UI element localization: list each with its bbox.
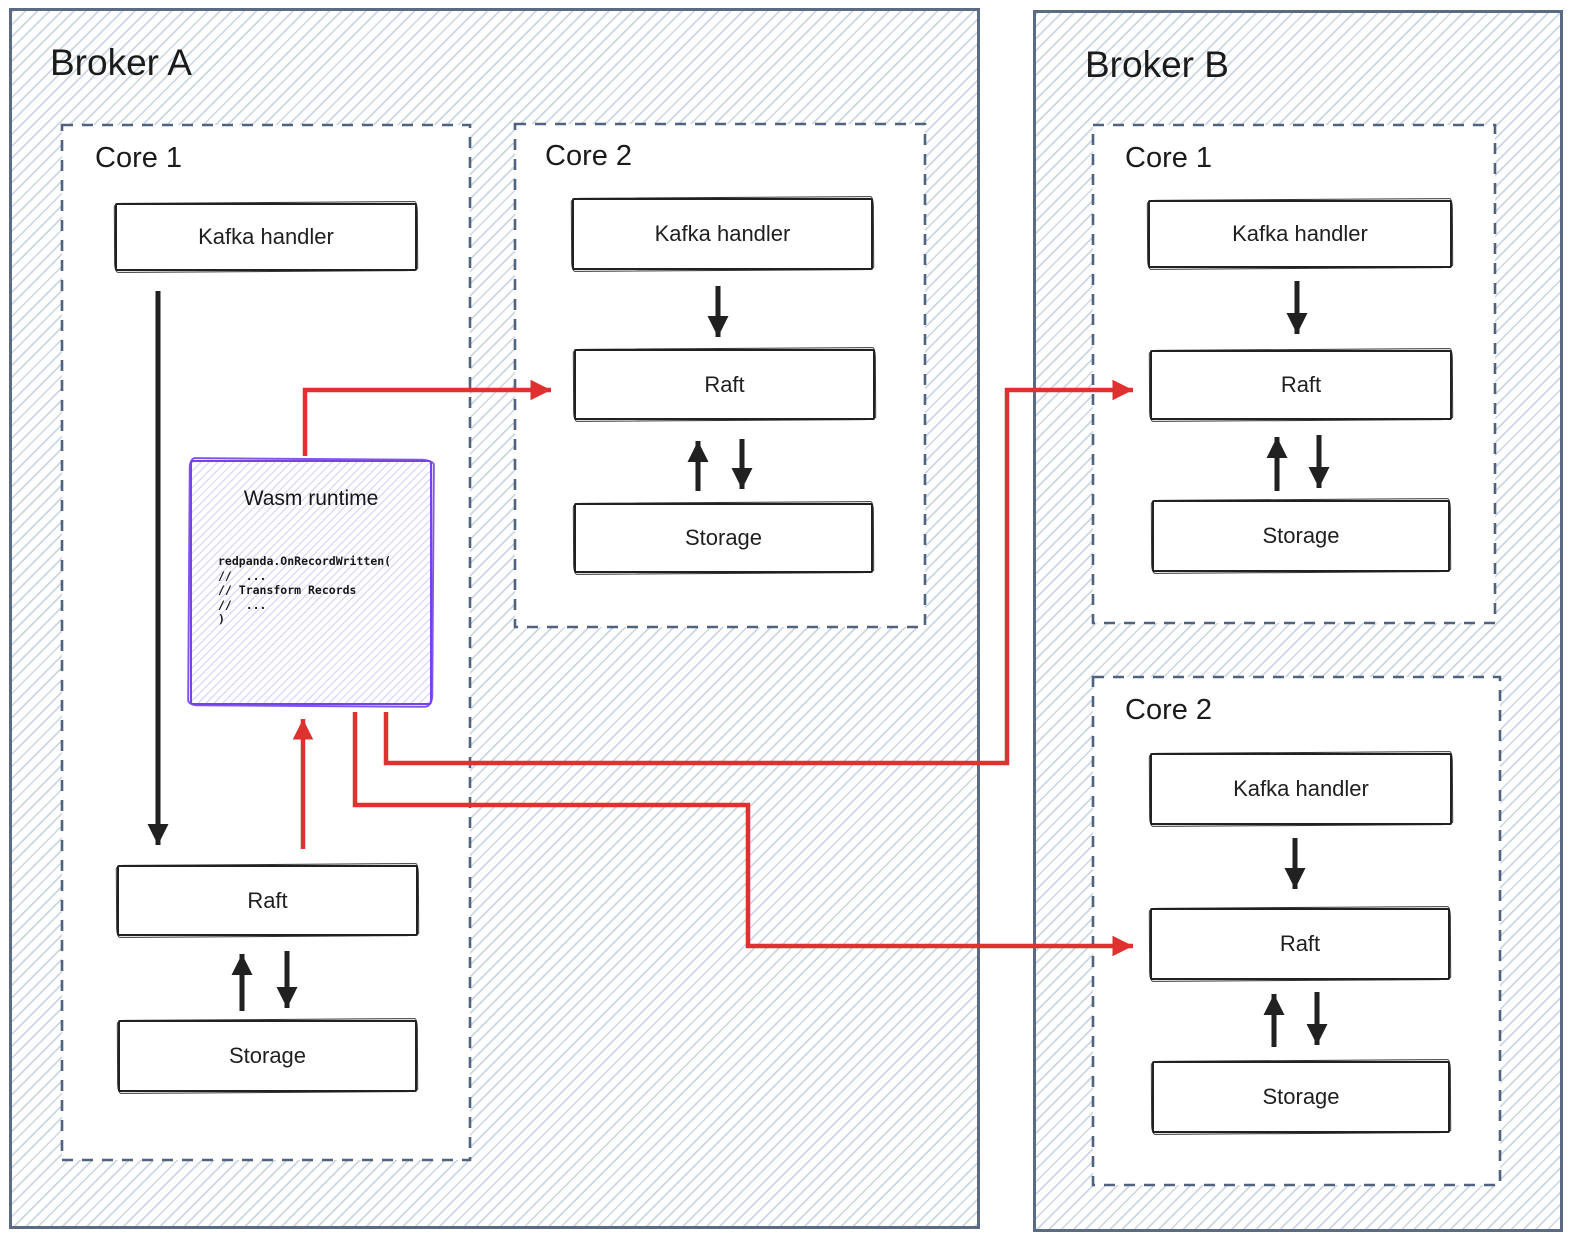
broker-b-core-2-title: Core 2 [1125, 694, 1213, 726]
broker-b-title: Broker B [1085, 44, 1229, 85]
broker-a-core-1-title: Core 1 [95, 142, 183, 174]
broker-b-core-1-title: Core 1 [1125, 142, 1213, 174]
raft-label: Raft [1280, 372, 1322, 397]
broker-a-core-2-storage-box: Storage [574, 503, 873, 573]
wasm-code-block: redpanda.OnRecordWritten(// ...// Transf… [218, 554, 391, 627]
broker-b-core-2-kafka-box: Kafka handler [1150, 753, 1452, 825]
broker-a-title: Broker A [50, 42, 192, 83]
wasm-runtime-title: Wasm runtime [243, 487, 379, 510]
storage-label: Storage [228, 1043, 307, 1068]
raft-label: Raft [1279, 931, 1321, 956]
broker-b-core-2-raft-box: Raft [1150, 908, 1450, 980]
broker-a-core-2-title: Core 2 [545, 140, 633, 172]
raft-label: Raft [247, 887, 288, 913]
wasm-runtime-box: Wasm runtime redpanda.OnRecordWritten(//… [190, 460, 432, 705]
storage-label: Storage [684, 525, 763, 550]
broker-a-core-1-kafka-box: Kafka handler [115, 203, 417, 271]
broker-b-core-2-storage-box: Storage [1152, 1061, 1450, 1133]
code-line: // ... [218, 597, 267, 612]
kafka-handler-label: Kafka handler [198, 224, 334, 249]
broker-b-core-1-storage-box: Storage [1152, 500, 1450, 572]
broker-b-core-1-raft-box: Raft [1150, 350, 1452, 420]
code-line: // ... [218, 568, 267, 583]
code-line: redpanda.OnRecordWritten( [218, 554, 392, 568]
broker-b-core-1-kafka-box: Kafka handler [1148, 200, 1452, 268]
broker-a-core-2-kafka-box: Kafka handler [572, 198, 873, 270]
raft-label: Raft [704, 371, 745, 397]
kafka-handler-label: Kafka handler [1233, 776, 1369, 801]
storage-label: Storage [1262, 523, 1340, 548]
kafka-handler-label: Kafka handler [654, 221, 791, 246]
broker-a-core-1-raft-box: Raft [117, 865, 418, 936]
code-line: // Transform Records [218, 583, 357, 597]
kafka-handler-label: Kafka handler [1232, 221, 1368, 246]
storage-label: Storage [1262, 1084, 1340, 1109]
broker-a-core-2-raft-box: Raft [574, 349, 875, 420]
broker-a-core-1-storage-box: Storage [118, 1020, 417, 1092]
code-line: ) [218, 612, 225, 626]
